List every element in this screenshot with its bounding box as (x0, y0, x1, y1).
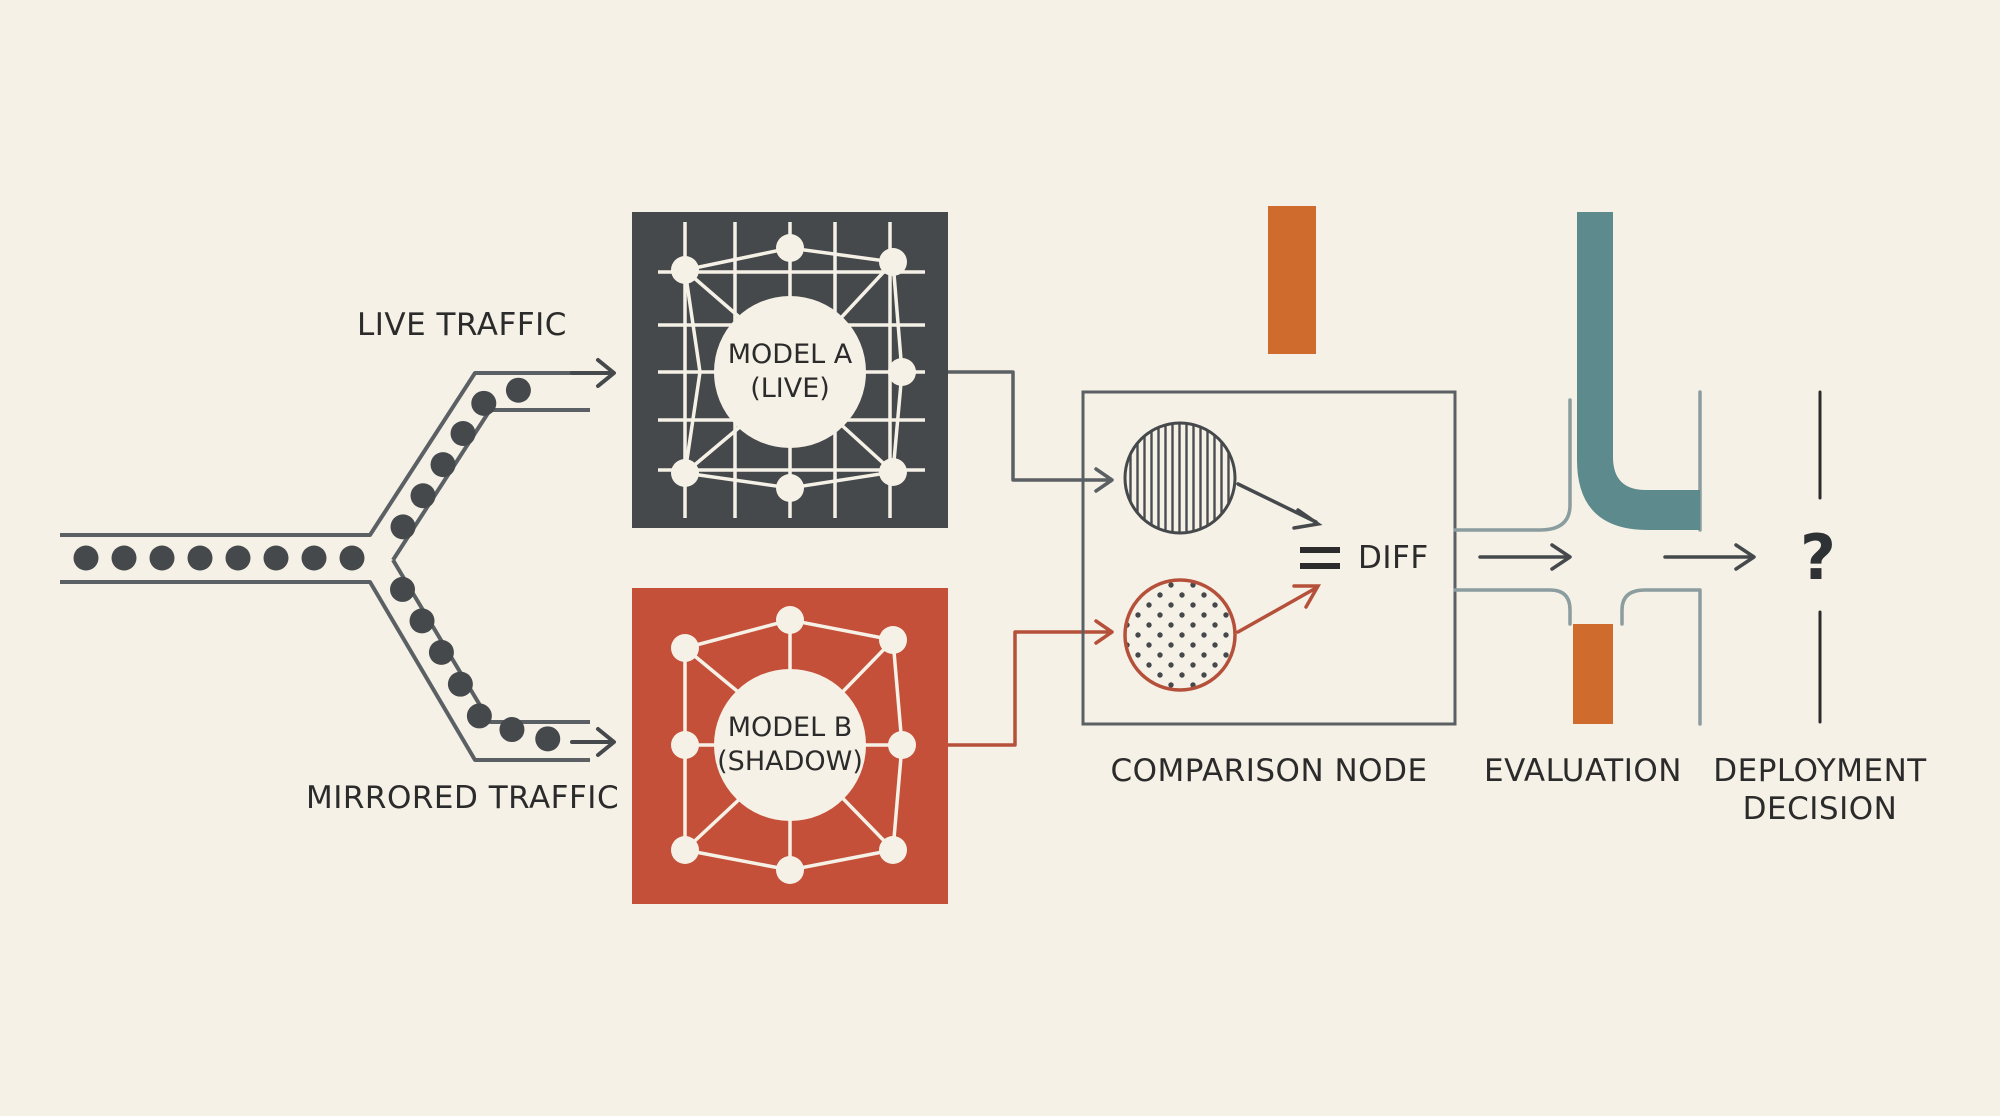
diff-label: DIFF (1358, 540, 1429, 576)
deployment-decision-line1: DEPLOYMENT (1713, 753, 1927, 789)
model-a-subtitle: (LIVE) (750, 373, 830, 404)
model-b-subtitle: (SHADOW) (717, 746, 863, 777)
traffic-packet (409, 608, 435, 634)
question-mark-icon: ? (1800, 521, 1836, 594)
traffic-packet (428, 639, 454, 665)
traffic-packet (535, 726, 561, 752)
live-traffic-label: LIVE TRAFFIC (357, 307, 567, 343)
traffic-packet (471, 390, 497, 416)
model-b-connector (948, 619, 1114, 747)
evaluation-connector (1453, 390, 1702, 726)
deployment-decision-line2: DECISION (1742, 791, 1898, 827)
model-a-label: MODEL A (LIVE) (715, 338, 865, 406)
model-b-title: MODEL B (727, 712, 853, 743)
model-b-box[interactable] (632, 588, 948, 904)
mirrored-traffic-label: MIRRORED TRAFFIC (306, 780, 620, 816)
traffic-packet (225, 545, 251, 571)
comparison-node-label: COMPARISON NODE (1110, 753, 1428, 789)
equals-icon (1300, 547, 1340, 569)
orange-marker-top (1268, 206, 1316, 354)
model-a-connector (948, 370, 1114, 493)
model-b-label: MODEL B (SHADOW) (703, 711, 877, 779)
model-a-title: MODEL A (727, 339, 853, 370)
traffic-packet (450, 421, 476, 447)
traffic-packet (149, 545, 175, 571)
evaluation-label: EVALUATION (1484, 753, 1682, 789)
traffic-packet (263, 545, 289, 571)
traffic-packet (390, 576, 416, 602)
evaluation-arrow[interactable] (1478, 543, 1572, 571)
traffic-packet (339, 545, 365, 571)
traffic-packet (73, 545, 99, 571)
live-traffic-arrow (570, 358, 616, 388)
traffic-packet (187, 545, 213, 571)
mirrored-traffic-arrow (570, 727, 616, 757)
traffic-packet (390, 514, 416, 540)
traffic-packet (430, 452, 456, 478)
model-a-box[interactable] (632, 212, 948, 528)
deployment-decision-label: DEPLOYMENT DECISION (1700, 752, 1940, 828)
traffic-packet (111, 545, 137, 571)
traffic-packet (499, 717, 525, 743)
traffic-packet (447, 671, 473, 697)
evaluation-pipe (1577, 212, 1700, 530)
traffic-packet (466, 703, 492, 729)
orange-marker-bottom (1573, 624, 1613, 724)
traffic-packet (505, 377, 531, 403)
traffic-packet (301, 545, 327, 571)
traffic-packets (73, 377, 561, 752)
deployment-arrow[interactable] (1663, 543, 1756, 571)
comparison-node[interactable] (1081, 390, 1457, 726)
traffic-pipe (60, 371, 590, 762)
traffic-packet (410, 483, 436, 509)
